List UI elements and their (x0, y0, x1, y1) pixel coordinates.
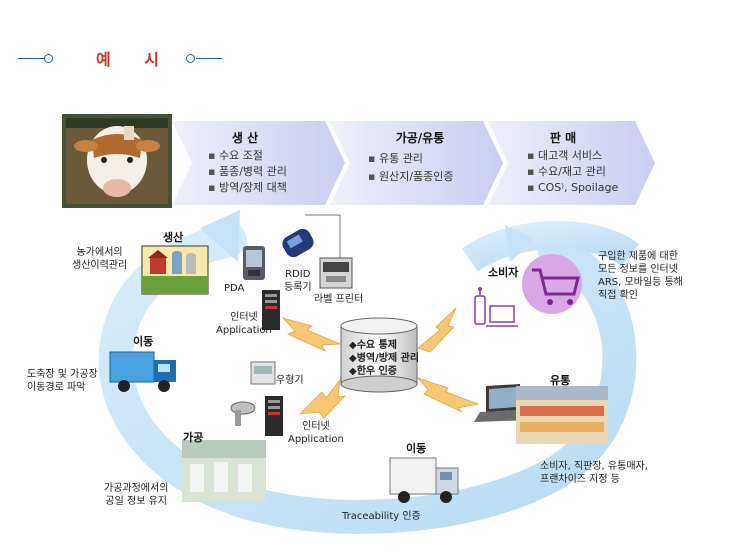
header-line-right (196, 58, 222, 59)
scale-device (250, 361, 276, 385)
desc-line: ARS, 모바일등 통해 (598, 277, 683, 288)
supermarket-photo (516, 386, 608, 444)
stage-item: 유통 관리 (368, 150, 454, 168)
node-desc-distribution: 소비자, 직판장, 유통매자, 프랜차이즈 지정 등 (540, 460, 648, 486)
node-title-consumer: 소비자 (488, 266, 519, 279)
label-printer (319, 257, 353, 289)
flow-arrows (281, 307, 480, 419)
desc-line: 프랜차이즈 지정 등 (540, 474, 620, 485)
stage-items-sales: 대고객 서비스 수요/재고 관리 COS⁾, Spoilage (527, 148, 618, 196)
shopping-cart-icon (522, 254, 582, 314)
stage-items-processing: 유통 관리 원산지/품종인증 (368, 150, 454, 186)
stage-item: 방역/장제 대책 (208, 180, 287, 196)
label-line: Application (288, 434, 344, 445)
label-line: 인터넷 (230, 312, 258, 323)
desc-line: 농가에서의 (76, 247, 123, 258)
label-line: RDID (285, 269, 311, 280)
processing-plant-photo (182, 440, 266, 502)
node-title-transport2: 이동 (406, 442, 427, 455)
node-desc-consumer: 구입한 제품에 대한 모든 정보를 인터넷 ARS, 모바일등 통해 직접 확인 (598, 250, 683, 302)
center-db-item: ◆한우 인증 (349, 366, 397, 377)
mobile-pc-icon (474, 287, 518, 327)
node-desc-production: 농가에서의 생산이력관리 (72, 246, 127, 272)
stage-item: COS⁾, Spoilage (527, 180, 618, 196)
stage-title-sales: 판 매 (549, 131, 577, 145)
node-desc-transport2: Traceability 인증 (342, 511, 421, 522)
farm-illustration (141, 245, 209, 295)
node-desc-processing: 가공과정에서의 공일 정보 유지 (104, 482, 168, 508)
stage-item: 수요/재고 관리 (527, 164, 618, 180)
desc-line: 모든 정보를 인터넷 (598, 264, 678, 275)
central-database (340, 317, 418, 393)
center-db-list: ◆수요 통제 ◆병역/방제 관리 ◆한우 인증 (349, 339, 419, 378)
stage-item: 수요 조절 (208, 148, 287, 164)
cycle-ring (98, 210, 639, 534)
stage-item: 대고객 서비스 (527, 148, 618, 164)
scale-label: 우형기 (276, 375, 304, 386)
node-title-production: 생산 (163, 231, 184, 244)
header-dot-left (44, 54, 53, 63)
node-title-distribution: 유통 (550, 374, 571, 387)
stage-title-processing: 가공/유통 (395, 131, 445, 145)
rfid-reader (282, 214, 341, 262)
center-db-item: ◆수요 통제 (349, 340, 397, 351)
stage-title-production: 생 산 (231, 131, 259, 145)
truck-1 (109, 351, 176, 392)
pda-device (243, 246, 265, 280)
stage-items-production: 수요 조절 품종/병력 관리 방역/장제 대책 (208, 148, 287, 196)
desc-line: 도축장 및 가공장 (27, 369, 98, 380)
node-title-processing: 가공 (183, 431, 204, 444)
node-title-transport1: 이동 (133, 335, 154, 348)
desc-line: 구입한 제품에 대한 (598, 251, 678, 262)
desc-line: 이동경로 파악 (27, 382, 86, 393)
label-printer-label: 라벨 프린터 (314, 294, 364, 305)
label-line: Application (216, 325, 272, 336)
truck-2 (389, 457, 459, 503)
server-tower-2 (265, 396, 283, 436)
label-line: 등록기 (284, 282, 312, 293)
cow-photo (62, 114, 172, 208)
label-line: 인터넷 (302, 421, 330, 432)
pda-label: PDA (224, 283, 245, 294)
node-desc-transport1: 도축장 및 가공장 이동경로 파악 (27, 368, 98, 394)
header-dot-right (186, 54, 195, 63)
desc-line: 생산이력관리 (72, 260, 128, 271)
stage-item: 품종/병력 관리 (208, 164, 287, 180)
desc-line: 가공과정에서의 (104, 483, 169, 494)
stage-item: 원산지/품종인증 (368, 168, 454, 186)
desc-line: 소비자, 직판장, 유통매자, (540, 461, 648, 472)
barcode-scanner (230, 401, 256, 426)
desc-line: 공일 정보 유지 (105, 496, 167, 507)
internet-app-label-1: 인터넷 Application (216, 311, 272, 337)
header-line-left (18, 58, 44, 59)
internet-app-label-2: 인터넷 Application (288, 420, 344, 446)
center-db-item: ◆병역/방제 관리 (349, 353, 420, 364)
desc-line: 직접 확인 (598, 290, 638, 301)
page-title: 예 시 (96, 50, 174, 69)
server-tower-1 (262, 290, 280, 330)
rfid-label: RDID 등록기 (284, 268, 312, 294)
